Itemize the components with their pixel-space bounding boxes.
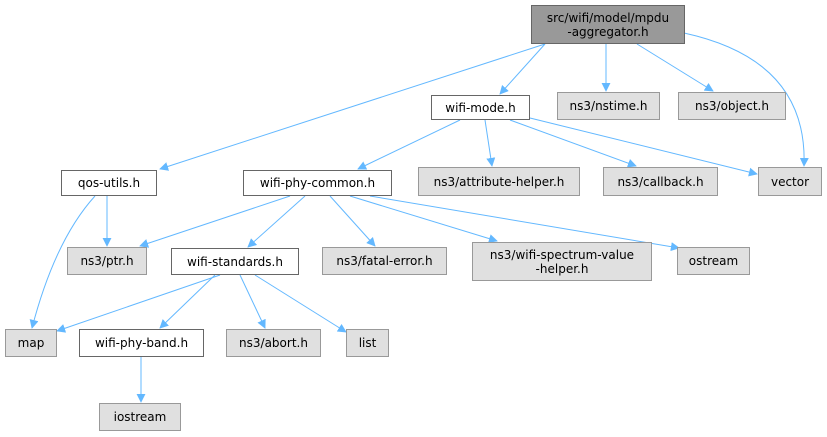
node-label: ns3/object.h xyxy=(695,99,769,113)
node-wifi-standards-h[interactable]: wifi-standards.h xyxy=(171,248,299,275)
node-wifi-phy-common-h[interactable]: wifi-phy-common.h xyxy=(243,170,392,196)
node-list: list xyxy=(346,329,389,357)
node-label: wifi-mode.h xyxy=(445,100,516,115)
edge-wifi-standards-to-abort xyxy=(239,274,266,329)
edge-wifi-phy-common-to-spectrum xyxy=(349,195,498,243)
node-ns3-wifi-spectrum-value-helper-h: ns3/wifi-spectrum-value -helper.h xyxy=(472,242,652,281)
node-label: list xyxy=(358,336,377,350)
edge-wifi-standards-to-wifi-phy-band xyxy=(159,274,216,329)
node-wifi-mode-h[interactable]: wifi-mode.h xyxy=(431,95,530,120)
edge-wifi-standards-to-map xyxy=(56,274,221,333)
node-ns3-callback-h: ns3/callback.h xyxy=(603,167,718,196)
node-label: ns3/wifi-spectrum-value xyxy=(489,247,635,262)
node-label: ns3/abort.h xyxy=(239,336,308,350)
node-ns3-abort-h: ns3/abort.h xyxy=(226,329,321,357)
node-vector: vector xyxy=(758,167,822,196)
node-label: map xyxy=(17,336,45,350)
node-label: wifi-phy-common.h xyxy=(259,176,376,190)
node-wifi-phy-band-h[interactable]: wifi-phy-band.h xyxy=(79,329,204,357)
edge-wifi-mode-to-vector xyxy=(529,117,758,177)
node-ns3-nstime-h: ns3/nstime.h xyxy=(557,92,660,120)
node-qos-utils-h[interactable]: qos-utils.h xyxy=(61,170,157,196)
edge-wifi-standards-to-list xyxy=(254,274,347,333)
node-label: qos-utils.h xyxy=(77,176,141,190)
edge-wifi-phy-common-to-fatal-error xyxy=(329,195,376,247)
node-iostream: iostream xyxy=(99,403,181,431)
node-ns3-attribute-helper-h: ns3/attribute-helper.h xyxy=(418,167,580,196)
node-label: ostream xyxy=(688,254,739,268)
edge-wifi-phy-common-to-wifi-standards xyxy=(247,195,306,248)
node-label: wifi-standards.h xyxy=(187,254,283,269)
edge-root-to-wifi-mode xyxy=(499,43,546,95)
node-ns3-fatal-error-h: ns3/fatal-error.h xyxy=(322,247,447,275)
node-label: -aggregator.h xyxy=(567,24,649,39)
node-label: ns3/fatal-error.h xyxy=(336,254,433,268)
edge-qos-utils-to-map xyxy=(29,195,96,329)
node-label: -helper.h xyxy=(535,261,589,276)
node-label: iostream xyxy=(113,410,167,424)
edge-wifi-mode-to-attribute-helper xyxy=(484,119,496,167)
node-ostream: ostream xyxy=(677,247,750,275)
node-mpdu-aggregator-h: src/wifi/model/mpdu -aggregator.h xyxy=(531,5,685,44)
node-ns3-object-h: ns3/object.h xyxy=(678,92,786,120)
node-ns3-ptr-h: ns3/ptr.h xyxy=(67,247,147,275)
edge-wifi-mode-to-wifi-phy-common xyxy=(357,119,461,170)
edge-root-to-vector xyxy=(683,32,809,167)
node-label: src/wifi/model/mpdu xyxy=(546,10,670,25)
edge-wifi-phy-common-to-ostream xyxy=(369,195,680,252)
edge-wifi-phy-common-to-ptr xyxy=(139,195,291,248)
edge-root-to-object xyxy=(636,43,714,92)
node-label: vector xyxy=(770,174,810,189)
node-label: ns3/ptr.h xyxy=(80,254,134,268)
node-label: ns3/callback.h xyxy=(617,174,704,189)
node-map: map xyxy=(5,329,57,357)
edge-wifi-mode-to-callback xyxy=(509,119,637,168)
node-label: wifi-phy-band.h xyxy=(94,336,189,350)
node-label: ns3/attribute-helper.h xyxy=(433,174,565,189)
node-label: ns3/nstime.h xyxy=(569,99,648,113)
edge-root-to-qos-utils xyxy=(159,43,546,171)
